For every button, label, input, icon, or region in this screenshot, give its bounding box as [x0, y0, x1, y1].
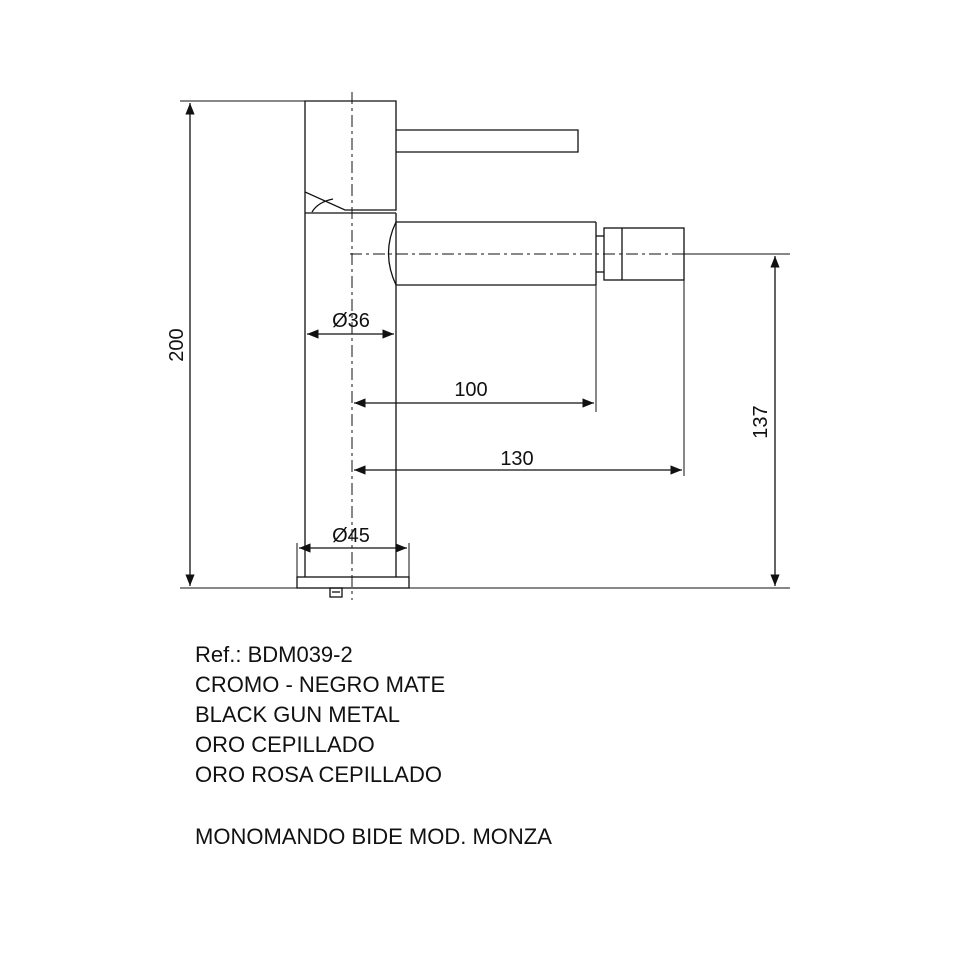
dim-spout-height: 137 [750, 405, 772, 438]
finish-item: ORO ROSA CEPILLADO [195, 762, 442, 787]
dim-total-height: 200 [166, 328, 188, 361]
dim-base-diameter: Ø45 [332, 525, 370, 547]
extension-lines [180, 100, 790, 589]
finish-item: CROMO - NEGRO MATE [195, 672, 446, 697]
dim-spout-reach: 100 [454, 379, 487, 401]
product-name: MONOMANDO BIDE MOD. MONZA [195, 824, 552, 849]
centerlines [350, 92, 700, 600]
faucet-outline [296, 100, 685, 598]
finish-item: BLACK GUN METAL [195, 702, 400, 727]
finish-item: ORO CEPILLADO [195, 732, 375, 757]
reference-code: Ref.: BDM039-2 [195, 642, 353, 667]
dim-total-reach: 130 [500, 448, 533, 470]
dim-body-diameter: Ø36 [332, 310, 370, 332]
product-info: Ref.: BDM039-2 CROMO - NEGRO MATE BLACK … [195, 640, 445, 790]
